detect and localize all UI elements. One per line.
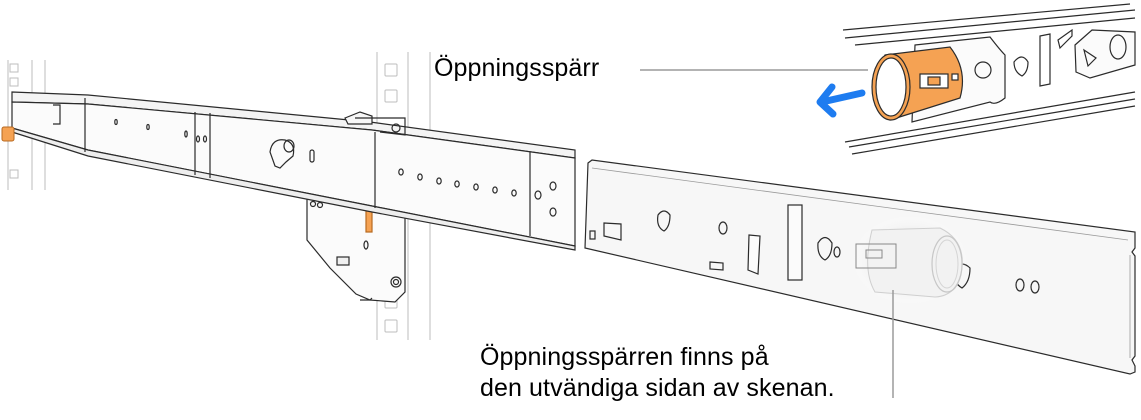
callout-bottom-line1: Öppningsspärren finns på bbox=[480, 343, 769, 371]
left-latch-tab bbox=[1, 126, 15, 142]
pull-direction-arrow-icon bbox=[816, 83, 866, 118]
callout-latch-location: Öppningsspärren finns på den utvändiga s… bbox=[480, 342, 835, 404]
rear-bracket bbox=[306, 192, 406, 303]
callout-bottom-line2: den utvändiga sidan av skenan. bbox=[480, 374, 835, 402]
extended-slide-rail bbox=[11, 91, 576, 251]
inner-rail-latch-ghost bbox=[852, 215, 968, 305]
callout-top-text: Öppningsspärr bbox=[434, 54, 600, 82]
callout-release-latch: Öppningsspärr bbox=[434, 53, 599, 84]
orange-release-latch bbox=[871, 46, 963, 121]
